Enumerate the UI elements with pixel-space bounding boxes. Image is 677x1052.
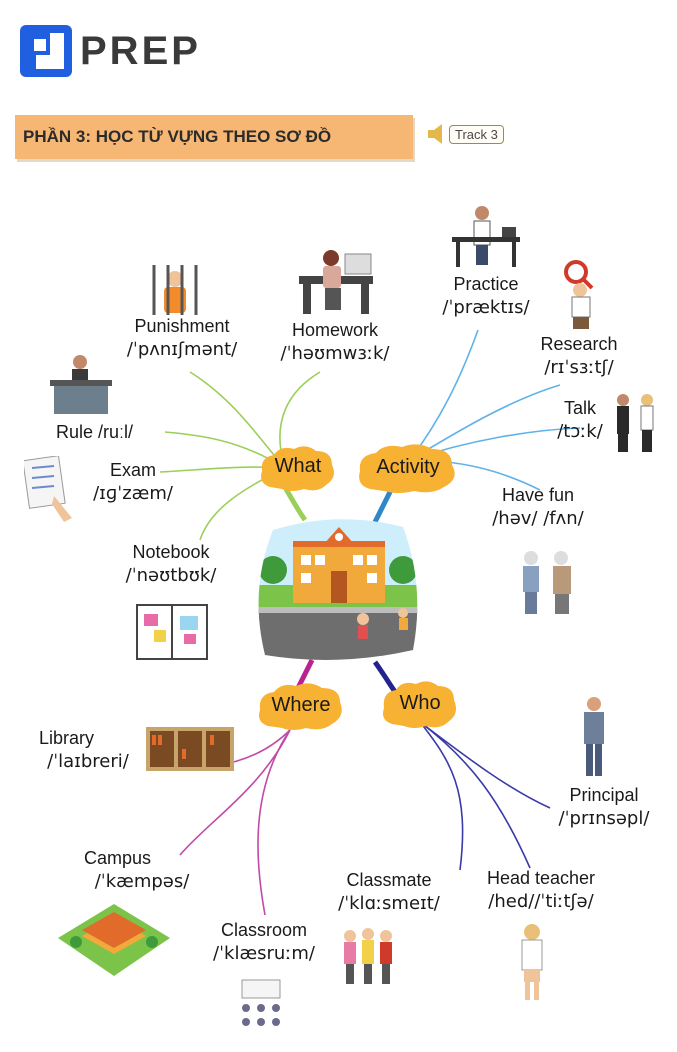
category-activity: Activity [376, 456, 440, 478]
practice-illustration [452, 206, 520, 267]
section-banner: PHẦN 3: HỌC TỪ VỰNG THEO SƠ ĐỒ [15, 115, 413, 159]
word-principal-text: Principal [569, 785, 639, 805]
head-teacher-illustration [521, 924, 543, 1000]
word-punishment-text: Punishment [134, 316, 230, 336]
cloud-who [383, 681, 456, 728]
word-talk-text: Talk [563, 398, 596, 418]
word-head-teacher-text: Head teacher [486, 868, 596, 888]
library-illustration [146, 727, 234, 771]
word-exam: Exam /ɪɡˈzæm/ [78, 458, 188, 506]
word-classroom-text: Classroom [220, 920, 308, 940]
word-practice-text: Practice [453, 274, 519, 294]
word-homework: Homework /ˈhəʊmwɜːk/ [270, 318, 400, 366]
section-title: PHẦN 3: HỌC TỪ VỰNG THEO SƠ ĐỒ [23, 127, 332, 146]
word-notebook: Notebook /ˈnəʊtbʊk/ [112, 540, 230, 588]
category-who: Who [399, 692, 441, 714]
word-punishment: Punishment /ˈpʌnɪʃmənt/ [117, 314, 247, 362]
brand-name: PREP [80, 28, 201, 73]
cloud-activity [359, 444, 455, 493]
prep-logo: PREP [20, 25, 201, 77]
word-punishment-ipa: /ˈpʌnɪʃmənt/ [126, 339, 238, 360]
word-practice-ipa: /ˈpræktɪs/ [442, 297, 530, 318]
who-branch-lines [419, 721, 551, 871]
word-notebook-text: Notebook [132, 542, 210, 562]
cloud-where [259, 683, 342, 730]
punishment-illustration [152, 265, 198, 315]
research-illustration [564, 260, 594, 329]
word-have-fun-ipa: /həv/ /fʌn/ [492, 508, 584, 529]
have-fun-illustration [523, 551, 571, 614]
rule-illustration [50, 355, 112, 414]
word-practice: Practice /ˈpræktɪs/ [426, 272, 546, 320]
word-campus: Campus /ˈkæmpəs/ [84, 846, 200, 894]
word-research: Research /rɪˈsɜːtʃ/ [526, 332, 632, 380]
word-library: Library /ˈlaɪbreri/ [32, 726, 144, 774]
word-homework-ipa: /ˈhəʊmwɜːk/ [280, 343, 390, 364]
word-talk-ipa: /tɔːk/ [557, 421, 603, 442]
word-campus-ipa: /ˈkæmpəs/ [94, 871, 190, 892]
word-research-ipa: /rɪˈsɜːtʃ/ [544, 357, 614, 378]
word-classmate: Classmate /ˈklɑːsmeɪt/ [322, 868, 456, 916]
classmate-illustration [344, 928, 392, 984]
cloud-what [261, 446, 334, 491]
prep-logo-icon [20, 25, 72, 77]
word-principal: Principal /ˈprɪnsəpl/ [540, 783, 668, 831]
word-classroom-ipa: /ˈklæsruːm/ [213, 943, 315, 964]
word-notebook-ipa: /ˈnəʊtbʊk/ [125, 565, 217, 586]
talk-illustration [617, 394, 654, 452]
audio-track[interactable]: Track 3 [428, 124, 504, 144]
word-campus-text: Campus [84, 848, 152, 868]
school-illustration [258, 519, 418, 660]
word-head-teacher-ipa: /hed//ˈtiːtʃə/ [488, 891, 594, 912]
word-research-text: Research [540, 334, 618, 354]
speaker-icon [428, 124, 442, 144]
word-rule: Rule /ruːl/ [56, 420, 133, 444]
track-label: Track 3 [449, 124, 504, 144]
word-have-fun: Have fun /həv/ /fʌn/ [486, 483, 590, 531]
exam-illustration [24, 456, 72, 522]
word-homework-text: Homework [291, 320, 379, 340]
word-talk: Talk /tɔːk/ [548, 396, 612, 444]
word-exam-text: Exam [109, 460, 156, 480]
classroom-illustration [241, 979, 281, 1026]
word-rule-text: Rule /ruːl/ [56, 422, 134, 442]
word-library-text: Library [39, 728, 95, 748]
principal-illustration [584, 697, 604, 776]
category-where: Where [271, 694, 331, 716]
campus-illustration [58, 904, 170, 976]
homework-illustration [299, 250, 373, 314]
word-head-teacher: Head teacher /hed//ˈtiːtʃə/ [466, 866, 616, 914]
category-what: What [274, 455, 322, 477]
word-classmate-text: Classmate [346, 870, 432, 890]
word-library-ipa: /ˈlaɪbreri/ [47, 751, 129, 772]
word-exam-ipa: /ɪɡˈzæm/ [93, 483, 173, 504]
word-classroom: Classroom /ˈklæsruːm/ [196, 918, 332, 966]
word-classmate-ipa: /ˈklɑːsmeɪt/ [338, 893, 440, 914]
word-have-fun-text: Have fun [501, 485, 575, 505]
notebook-illustration [136, 604, 208, 660]
word-principal-ipa: /ˈprɪnsəpl/ [558, 808, 650, 829]
